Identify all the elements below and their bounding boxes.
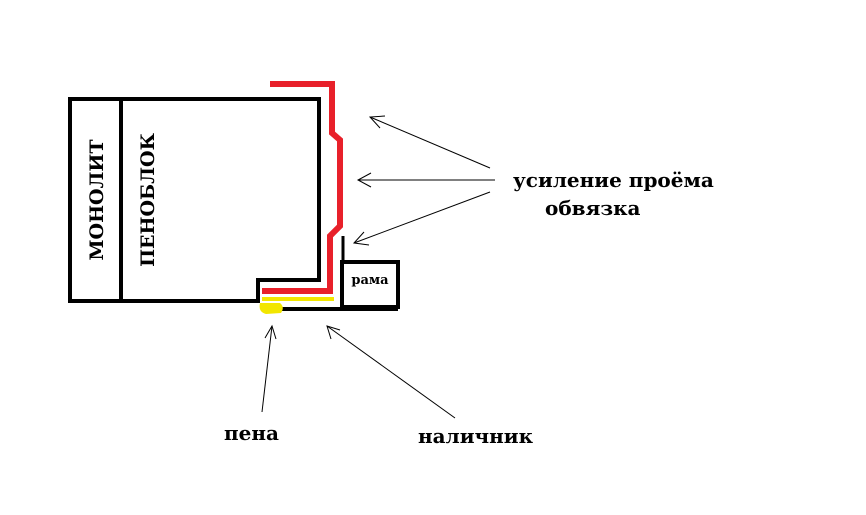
- foam-block: [121, 97, 321, 303]
- monolith-label: МОНОЛИТ: [86, 140, 108, 261]
- reinforcement-label: усиление проёма: [513, 168, 714, 192]
- foam-arrow: [261, 324, 277, 413]
- monolith-block: [68, 97, 123, 303]
- reinforcement-arrows: [352, 115, 495, 246]
- trim-arrow: [326, 325, 456, 419]
- binding-label: обвязка: [545, 196, 641, 220]
- reinforcement-binding: [262, 81, 343, 294]
- foam-block-label: ПЕНОБЛОК: [137, 132, 159, 267]
- foam-blob: [259, 303, 283, 314]
- frame-label: рама: [351, 273, 389, 288]
- foam-label: пена: [224, 421, 279, 445]
- trim-label: наличник: [418, 424, 534, 448]
